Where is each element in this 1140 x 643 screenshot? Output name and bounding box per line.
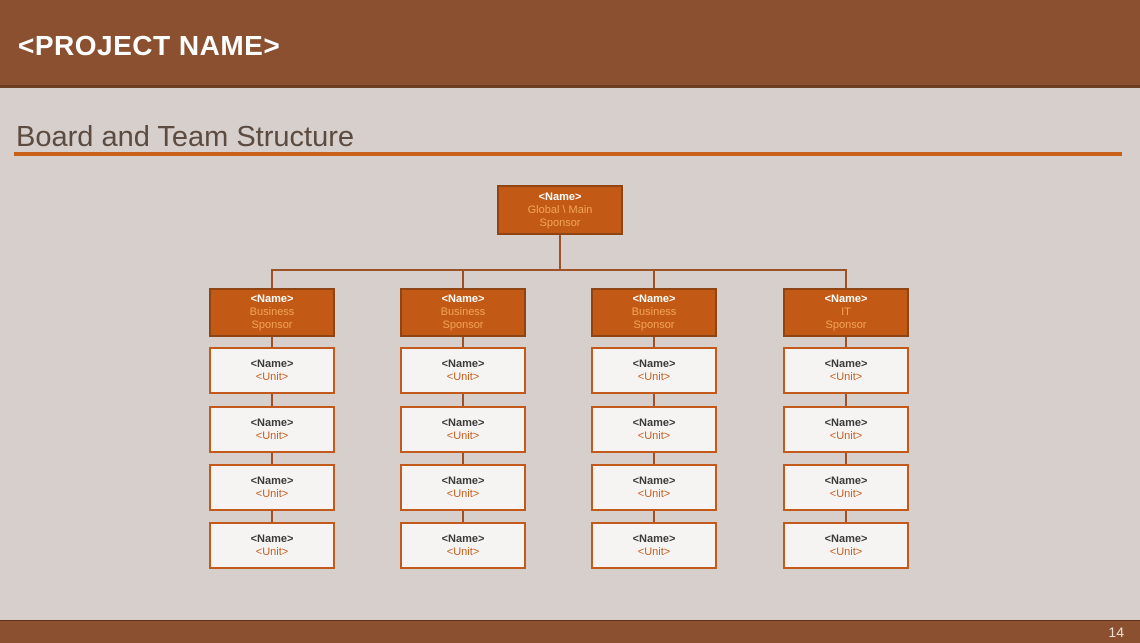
connector-col4-seg1 xyxy=(845,337,847,347)
node-name: <Name> xyxy=(824,293,868,305)
node-name: <Name> xyxy=(538,190,582,203)
org-node-member: <Name> <Unit> xyxy=(783,406,909,453)
connector-col1-seg1 xyxy=(271,337,273,347)
org-node-member: <Name> <Unit> xyxy=(209,347,335,394)
node-name: <Name> xyxy=(824,416,868,429)
node-name: <Name> xyxy=(441,416,485,429)
connector-col2-seg3 xyxy=(462,453,464,464)
node-name: <Name> xyxy=(632,474,676,487)
slide-header: <PROJECT NAME> xyxy=(0,0,1140,88)
connector-horizontal xyxy=(271,269,847,271)
node-unit: <Unit> xyxy=(255,370,289,383)
org-node-member: <Name> <Unit> xyxy=(209,406,335,453)
org-node-sponsor-4: <Name> IT Sponsor xyxy=(783,288,909,337)
node-name: <Name> xyxy=(632,416,676,429)
node-role: Global \ Main Sponsor xyxy=(527,203,593,229)
connector-col2-seg4 xyxy=(462,511,464,522)
org-node-sponsor-1: <Name> Business Sponsor xyxy=(209,288,335,337)
node-name: <Name> xyxy=(250,293,294,305)
node-unit: <Unit> xyxy=(829,487,863,500)
connector-col4-seg2 xyxy=(845,394,847,406)
org-node-member: <Name> <Unit> xyxy=(400,406,526,453)
connector-col2-seg1 xyxy=(462,337,464,347)
connector-col1-seg3 xyxy=(271,453,273,464)
connector-col4-seg3 xyxy=(845,453,847,464)
slide-footer: 14 xyxy=(0,620,1140,643)
org-node-member: <Name> <Unit> xyxy=(783,464,909,511)
node-name: <Name> xyxy=(250,474,294,487)
node-name: <Name> xyxy=(250,357,294,370)
connector-col4-seg4 xyxy=(845,511,847,522)
page-number: 14 xyxy=(1108,624,1124,640)
node-unit: <Unit> xyxy=(446,429,480,442)
node-role: IT Sponsor xyxy=(825,306,867,331)
org-node-member: <Name> <Unit> xyxy=(591,464,717,511)
node-unit: <Unit> xyxy=(637,429,671,442)
page-title: Board and Team Structure xyxy=(16,121,354,153)
org-node-member: <Name> <Unit> xyxy=(783,522,909,569)
org-node-member: <Name> <Unit> xyxy=(783,347,909,394)
connector-col2-seg2 xyxy=(462,394,464,406)
org-node-sponsor-3: <Name> Business Sponsor xyxy=(591,288,717,337)
org-node-member: <Name> <Unit> xyxy=(591,522,717,569)
org-node-sponsor-2: <Name> Business Sponsor xyxy=(400,288,526,337)
node-unit: <Unit> xyxy=(637,370,671,383)
node-unit: <Unit> xyxy=(829,429,863,442)
node-role: Business Sponsor xyxy=(440,306,486,331)
node-unit: <Unit> xyxy=(637,545,671,558)
node-unit: <Unit> xyxy=(637,487,671,500)
node-name: <Name> xyxy=(632,357,676,370)
node-name: <Name> xyxy=(250,532,294,545)
connector-col1-seg2 xyxy=(271,394,273,406)
project-name-title: <PROJECT NAME> xyxy=(18,30,281,61)
node-name: <Name> xyxy=(824,532,868,545)
node-role: Business Sponsor xyxy=(249,306,295,331)
connector-col3-seg3 xyxy=(653,453,655,464)
node-unit: <Unit> xyxy=(446,370,480,383)
node-unit: <Unit> xyxy=(446,487,480,500)
node-unit: <Unit> xyxy=(255,545,289,558)
connector-drop-col1 xyxy=(271,271,273,288)
connector-drop-col2 xyxy=(462,271,464,288)
node-unit: <Unit> xyxy=(255,487,289,500)
org-node-member: <Name> <Unit> xyxy=(591,406,717,453)
org-node-member: <Name> <Unit> xyxy=(209,522,335,569)
node-name: <Name> xyxy=(250,416,294,429)
connector-drop-col3 xyxy=(653,271,655,288)
org-node-member: <Name> <Unit> xyxy=(400,522,526,569)
connector-col3-seg4 xyxy=(653,511,655,522)
node-name: <Name> xyxy=(441,357,485,370)
node-name: <Name> xyxy=(632,293,676,305)
org-node-member: <Name> <Unit> xyxy=(209,464,335,511)
node-name: <Name> xyxy=(824,357,868,370)
connector-col3-seg1 xyxy=(653,337,655,347)
connector-root-stem xyxy=(559,235,561,269)
org-node-member: <Name> <Unit> xyxy=(400,347,526,394)
connector-col3-seg2 xyxy=(653,394,655,406)
node-unit: <Unit> xyxy=(446,545,480,558)
node-name: <Name> xyxy=(441,474,485,487)
org-node-member: <Name> <Unit> xyxy=(400,464,526,511)
node-name: <Name> xyxy=(441,532,485,545)
connector-col1-seg4 xyxy=(271,511,273,522)
org-node-member: <Name> <Unit> xyxy=(591,347,717,394)
connector-drop-col4 xyxy=(845,271,847,288)
title-underline xyxy=(14,152,1122,156)
node-name: <Name> xyxy=(441,293,485,305)
node-unit: <Unit> xyxy=(255,429,289,442)
node-name: <Name> xyxy=(824,474,868,487)
org-node-main-sponsor: <Name> Global \ Main Sponsor xyxy=(497,185,623,235)
node-name: <Name> xyxy=(632,532,676,545)
node-unit: <Unit> xyxy=(829,370,863,383)
node-role: Business Sponsor xyxy=(631,306,677,331)
node-unit: <Unit> xyxy=(829,545,863,558)
